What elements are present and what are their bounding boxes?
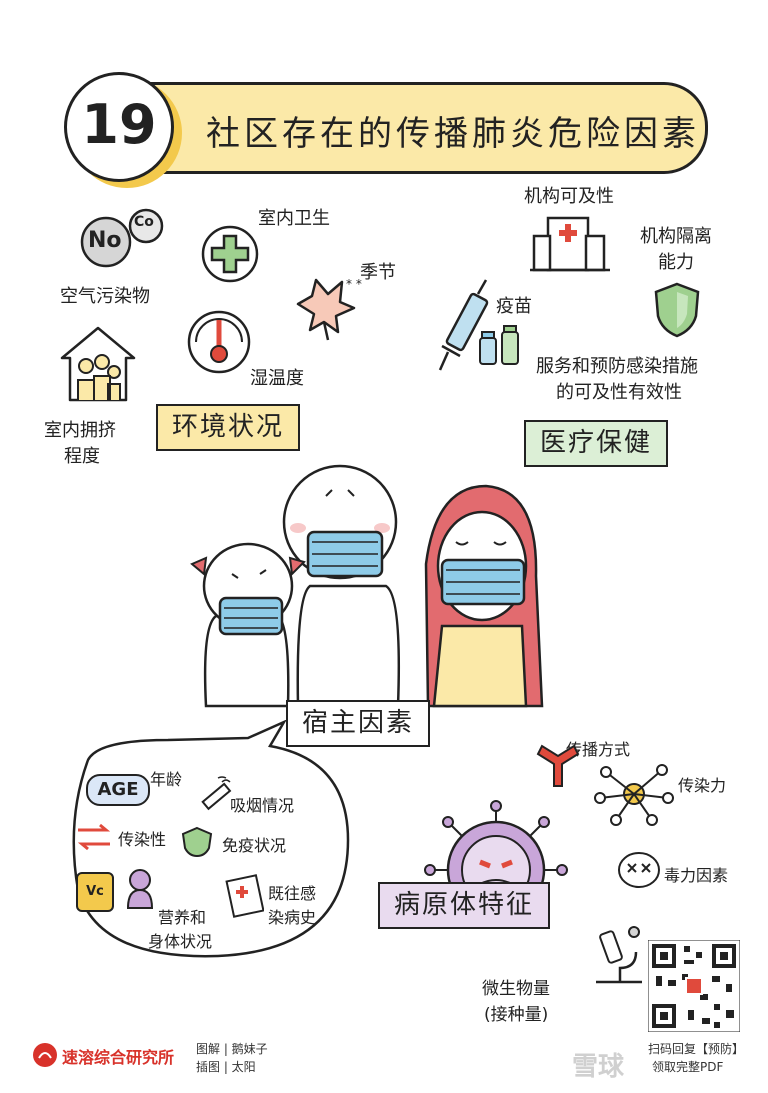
environment-label: 环境状况 <box>156 404 301 452</box>
history-label-1: 既往感 <box>268 884 317 903</box>
shield-icon <box>654 282 700 338</box>
immunity-label: 免疫状况 <box>222 836 287 855</box>
watermark: 雪球 <box>572 1046 624 1083</box>
no-co-icon <box>80 208 164 268</box>
qr-instruction-1: 扫码回复【预防】 <box>648 1042 745 1056</box>
brand-name: 速溶综合研究所 <box>62 1048 175 1067</box>
vaccine-label: 疫苗 <box>496 296 532 317</box>
pollutants-label: 空气污染物 <box>60 286 150 307</box>
person-icon <box>126 869 154 909</box>
credit-illustrator: 插图 | 太阳 <box>196 1060 256 1074</box>
vitamin-jar: Vc <box>76 872 114 912</box>
services-label-2: 的可及性有效性 <box>556 382 682 403</box>
crowding-label-1: 室内拥挤 <box>44 420 116 441</box>
nutrition-label-1: 营养和 <box>158 908 207 927</box>
hygiene-label: 室内卫生 <box>258 208 330 229</box>
age-label: 年龄 <box>150 770 183 789</box>
cigarette-icon <box>201 776 232 811</box>
first-aid-icon <box>201 225 259 283</box>
qr-code[interactable] <box>648 940 740 1032</box>
dose-label-1: 微生物量 <box>482 979 550 999</box>
leaf-icon: * * <box>296 277 362 341</box>
family-illustration <box>190 464 544 708</box>
services-label-1: 服务和预防感染措施 <box>536 356 698 377</box>
credit-illustration-concept: 图解 | 鹅妹子 <box>196 1042 268 1056</box>
thermometer-icon <box>187 310 251 374</box>
contagious-label: 传染力 <box>678 776 727 795</box>
medical-record-icon <box>225 874 264 918</box>
split-arrow-icon <box>536 744 580 787</box>
infectivity-label: 传染性 <box>118 830 167 849</box>
route-label: 传播方式 <box>566 740 631 759</box>
smoking-label: 吸烟情况 <box>230 796 295 815</box>
microscope-icon <box>596 926 642 984</box>
title-banner <box>120 82 708 174</box>
arrows-icon <box>77 823 111 851</box>
page-title: 社区存在的传播肺炎危险因素 <box>206 114 700 154</box>
accessibility-label: 机构可及性 <box>524 186 614 207</box>
immune-shield-icon <box>181 826 213 858</box>
pathogen-label: 病原体特征 <box>378 882 551 930</box>
syringe-icon <box>438 279 489 371</box>
virulence-label: 毒力因素 <box>664 866 729 885</box>
network-icon <box>594 764 674 826</box>
vc-text: Vc <box>86 884 104 899</box>
host-label: 宿主因素 <box>286 700 431 748</box>
crowded-house-icon <box>60 326 136 402</box>
no-text: No <box>88 228 122 253</box>
co-text: Co <box>134 214 154 230</box>
vials-icon <box>479 325 519 365</box>
history-label-2: 染病史 <box>268 908 317 927</box>
hospital-icon <box>530 216 610 272</box>
number-text: 19 <box>81 93 157 156</box>
season-label: 季节 <box>360 262 396 283</box>
brand-logo-icon <box>33 1043 57 1067</box>
medical-label: 医疗保健 <box>524 420 669 468</box>
isolation-label-2: 能力 <box>658 252 694 273</box>
skull-icon <box>618 852 660 888</box>
number-badge: 19 <box>64 72 174 182</box>
qr-instruction-2: 领取完整PDF <box>652 1060 724 1074</box>
nutrition-label-2: 身体状况 <box>148 932 213 951</box>
svg-text:* *: * * <box>346 277 362 291</box>
humidity-label: 湿温度 <box>250 368 304 389</box>
age-badge: AGE <box>86 774 150 806</box>
isolation-label-1: 机构隔离 <box>640 226 712 247</box>
dose-label-2: (接种量) <box>484 1005 549 1025</box>
crowding-label-2: 程度 <box>64 446 100 467</box>
watermark-text: 雪球 <box>572 1052 625 1082</box>
